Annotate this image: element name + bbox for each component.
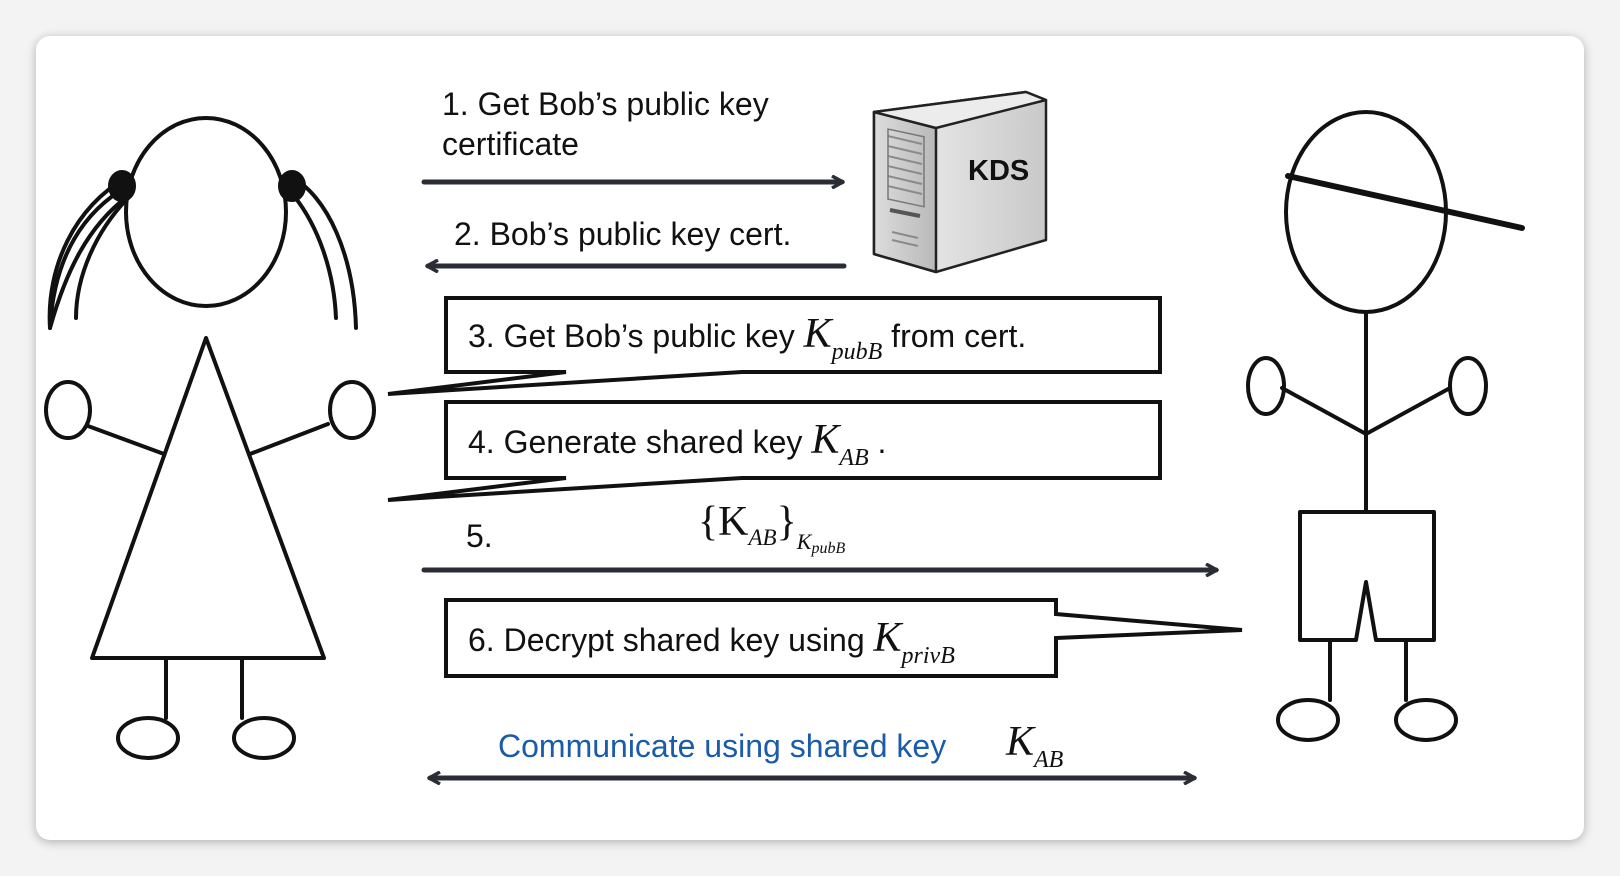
step5-sub-pubB: pubB: [811, 540, 846, 557]
communicate-label: Communicate using shared key: [498, 726, 946, 766]
alice-head: [124, 116, 288, 308]
step4-text: 4. Generate shared key KAB .: [468, 417, 887, 471]
step3-post: from cert.: [891, 318, 1027, 354]
bob-head: [1284, 110, 1448, 314]
diagram-canvas: KDS: [44, 90, 1525, 840]
step3-pre: 3. Get Bob’s public key: [468, 318, 795, 354]
step4-K: K: [811, 417, 840, 463]
communicate-sub: AB: [1034, 747, 1064, 773]
step3-K: K: [803, 311, 832, 357]
step5-brace-close: }: [776, 499, 797, 545]
step5-brace-open: {K: [698, 499, 749, 545]
step6-pre: 6. Decrypt shared key using: [468, 622, 865, 658]
callout-step3: [387, 296, 1162, 396]
communicate-K: K: [1006, 719, 1035, 765]
callout-step4: [387, 400, 1162, 502]
diagram-card: KDS 1. Get Bob’s public key certificate …: [36, 36, 1584, 840]
step1-label-line2: certificate: [442, 126, 579, 162]
step5-label: 5.: [466, 518, 493, 554]
step4-sub: AB: [839, 445, 869, 471]
step4-pre: 4. Generate shared key: [468, 424, 803, 460]
communicate-key: KAB: [1006, 719, 1063, 773]
alice-figure: [44, 116, 376, 760]
step4-post: .: [877, 424, 887, 460]
bob-shorts: [1298, 510, 1436, 642]
step5-formula: {KAB}KpubB: [698, 499, 845, 557]
step2-label: 2. Bob’s public key cert.: [454, 216, 792, 252]
bob-figure: [1246, 110, 1525, 742]
step6-sub: privB: [901, 643, 955, 669]
step3-sub: pubB: [831, 339, 883, 365]
alice-dress: [90, 336, 326, 660]
callouts: [387, 296, 1243, 678]
callout-step6: [444, 598, 1243, 678]
step5-sub-K: K: [796, 529, 812, 554]
step5-sub-AB: AB: [748, 525, 777, 550]
arrows: [421, 182, 1216, 778]
step1-label-line1: 1. Get Bob’s public key: [442, 86, 769, 122]
kds-label: KDS: [968, 155, 1029, 187]
bob-hat-line: [1285, 173, 1525, 231]
step6-K: K: [873, 615, 902, 661]
kds-server-icon: KDS: [872, 90, 1048, 274]
step3-text: 3. Get Bob’s public key KpubB from cert.: [468, 311, 1027, 365]
step6-text: 6. Decrypt shared key using KprivB: [468, 615, 955, 669]
communicate-text: Communicate using shared key: [498, 728, 947, 764]
